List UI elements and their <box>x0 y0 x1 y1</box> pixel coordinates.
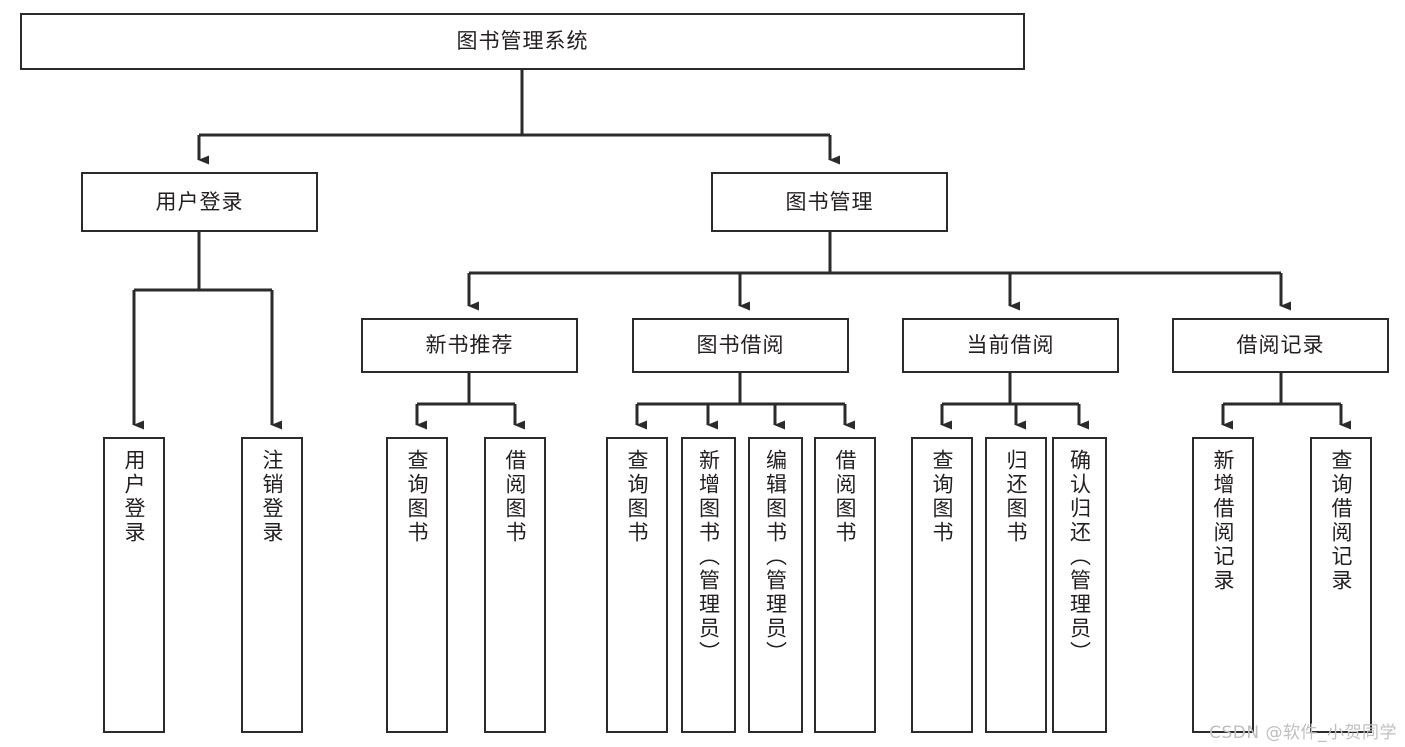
node-user-login[interactable]: 用户登录 <box>81 172 318 232</box>
leaf-confirm-return[interactable]: 确认归还（管理员） <box>1052 437 1107 733</box>
node-new-book-rec-label: 新书推荐 <box>425 333 514 358</box>
leaf-edit-book[interactable]: 编辑图书（管理员） <box>748 437 803 733</box>
leaf-query-record-label: 查询借阅记录 <box>1329 449 1354 593</box>
leaf-add-book[interactable]: 新增图书（管理员） <box>681 437 736 733</box>
leaf-add-record[interactable]: 新增借阅记录 <box>1192 437 1254 733</box>
leaf-add-book-label: 新增图书（管理员） <box>696 449 721 665</box>
leaf-borrow-book-2-label: 借阅图书 <box>833 449 858 545</box>
node-borrow-record[interactable]: 借阅记录 <box>1172 318 1389 373</box>
leaf-borrow-book-1[interactable]: 借阅图书 <box>484 437 546 733</box>
node-user-login-label: 用户登录 <box>155 189 244 214</box>
leaf-user-login[interactable]: 用户登录 <box>103 437 165 733</box>
leaf-add-record-label: 新增借阅记录 <box>1211 449 1236 593</box>
leaf-user-logout[interactable]: 注销登录 <box>241 437 303 733</box>
node-new-book-rec[interactable]: 新书推荐 <box>361 318 578 373</box>
node-book-manage[interactable]: 图书管理 <box>711 172 948 232</box>
leaf-return-book[interactable]: 归还图书 <box>985 437 1047 733</box>
node-borrow-record-label: 借阅记录 <box>1236 333 1325 358</box>
leaf-return-book-label: 归还图书 <box>1004 449 1029 545</box>
leaf-query-book-1-label: 查询图书 <box>405 449 430 545</box>
leaf-user-login-label: 用户登录 <box>122 449 147 545</box>
leaf-query-book-2-label: 查询图书 <box>625 449 650 545</box>
leaf-query-book-2[interactable]: 查询图书 <box>606 437 668 733</box>
leaf-query-book-3[interactable]: 查询图书 <box>911 437 973 733</box>
leaf-borrow-book-2[interactable]: 借阅图书 <box>814 437 876 733</box>
node-book-borrow[interactable]: 图书借阅 <box>632 318 849 373</box>
node-root[interactable]: 图书管理系统 <box>20 13 1025 70</box>
leaf-edit-book-label: 编辑图书（管理员） <box>763 449 788 665</box>
node-book-manage-label: 图书管理 <box>785 189 874 214</box>
leaf-query-book-3-label: 查询图书 <box>930 449 955 545</box>
leaf-query-book-1[interactable]: 查询图书 <box>386 437 448 733</box>
csdn-watermark: CSDN @软件_小贺同学 <box>1209 723 1397 743</box>
node-current-borrow[interactable]: 当前借阅 <box>902 318 1119 373</box>
leaf-confirm-return-label: 确认归还（管理员） <box>1067 449 1092 665</box>
node-root-label: 图书管理系统 <box>456 29 589 54</box>
node-book-borrow-label: 图书借阅 <box>696 333 785 358</box>
leaf-borrow-book-1-label: 借阅图书 <box>503 449 528 545</box>
node-current-borrow-label: 当前借阅 <box>966 333 1055 358</box>
leaf-query-record[interactable]: 查询借阅记录 <box>1310 437 1372 733</box>
leaf-user-logout-label: 注销登录 <box>260 449 285 545</box>
